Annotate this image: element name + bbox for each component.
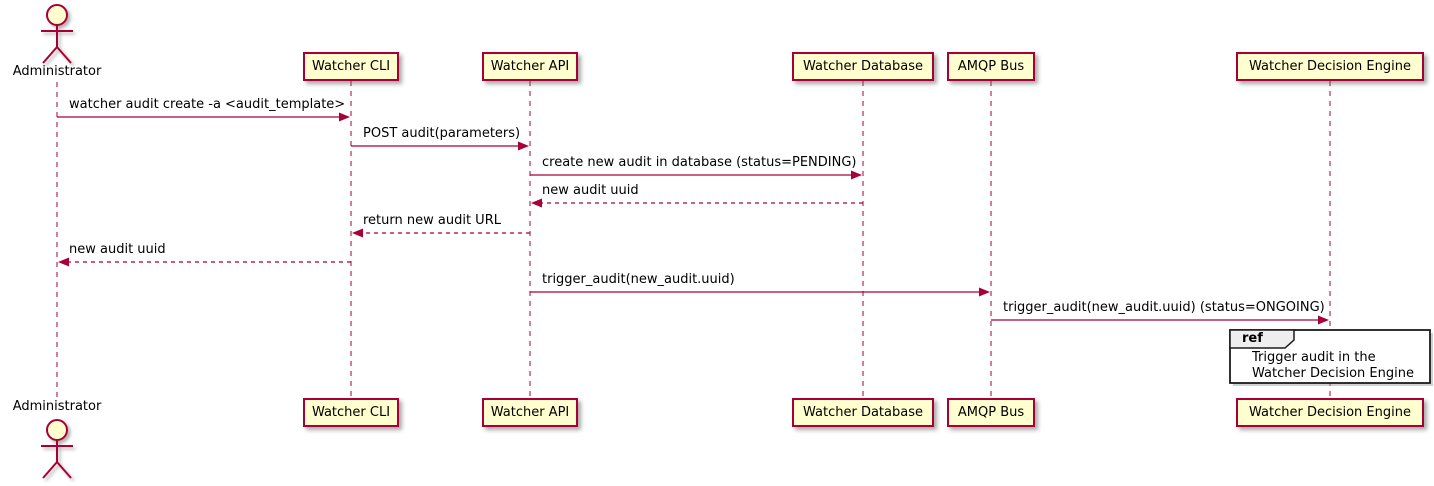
message-arrowhead-8 — [1318, 315, 1329, 325]
message-arrowhead-1 — [339, 112, 350, 122]
message-arrowhead-4 — [531, 198, 542, 208]
ref-header-pentagon — [1229, 329, 1295, 349]
actor-figure-top — [41, 4, 73, 64]
message-arrowhead-3 — [851, 170, 862, 180]
actor-figure-bottom — [41, 419, 73, 479]
message-arrowhead-2 — [518, 141, 529, 151]
message-arrowhead-6 — [58, 257, 69, 267]
message-arrowhead-5 — [352, 228, 363, 238]
message-arrowhead-7 — [979, 287, 990, 297]
